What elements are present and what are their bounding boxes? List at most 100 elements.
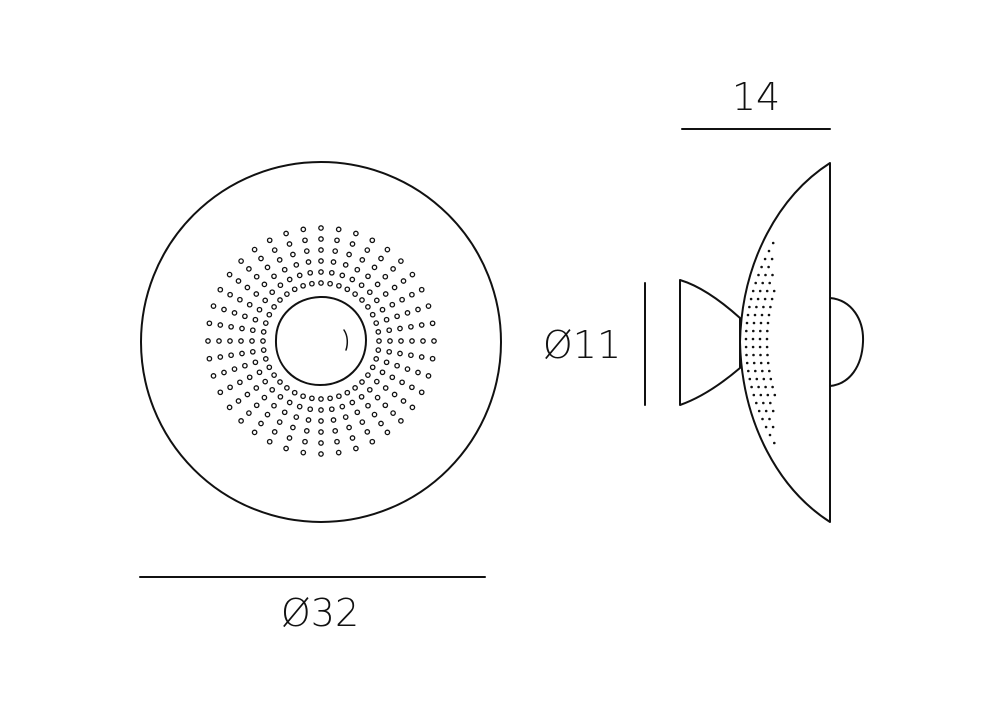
dot — [745, 353, 748, 357]
mount-diameter-label: Ø11 — [543, 323, 621, 367]
dot — [262, 297, 269, 304]
dot — [757, 409, 761, 413]
dot — [302, 438, 308, 445]
dot — [770, 257, 774, 261]
dot — [369, 311, 376, 318]
dot — [258, 420, 264, 427]
dot — [745, 321, 749, 325]
dot — [258, 255, 264, 262]
dot — [328, 269, 335, 276]
dot — [420, 338, 426, 344]
dot — [235, 278, 242, 284]
dot — [253, 291, 260, 297]
dot — [318, 418, 324, 424]
knob-highlight — [343, 329, 349, 351]
dot — [300, 226, 307, 233]
dot — [418, 389, 425, 396]
dot — [256, 369, 263, 376]
dot — [318, 258, 324, 264]
dot — [266, 364, 273, 371]
dot — [409, 271, 416, 278]
dot — [334, 438, 340, 445]
dot — [404, 310, 411, 316]
dot — [260, 329, 267, 335]
dot — [286, 241, 293, 247]
dot — [286, 399, 293, 406]
dot — [271, 247, 278, 253]
dot — [400, 278, 407, 284]
dot — [759, 329, 762, 333]
dot — [269, 386, 276, 393]
dot — [767, 265, 770, 269]
dot — [767, 249, 771, 253]
dot — [309, 395, 315, 402]
dot — [249, 327, 256, 334]
dot — [745, 361, 749, 365]
dot — [238, 418, 244, 424]
dot — [266, 311, 273, 318]
dot — [751, 345, 755, 349]
dot — [336, 393, 342, 400]
dot — [352, 385, 358, 391]
dot — [762, 377, 766, 381]
dot — [244, 284, 251, 291]
dot — [379, 306, 386, 313]
dot — [408, 352, 414, 359]
dot — [378, 255, 384, 262]
dot — [217, 389, 224, 396]
dot — [397, 350, 403, 357]
dot — [382, 273, 389, 280]
dot — [371, 411, 378, 418]
dot — [400, 398, 407, 404]
dot — [754, 369, 757, 373]
dot — [227, 291, 233, 298]
dot — [429, 355, 436, 362]
dot — [300, 393, 306, 400]
dot — [334, 237, 340, 244]
dot — [261, 394, 268, 401]
dot — [771, 385, 774, 389]
dot — [307, 406, 314, 413]
dot — [418, 286, 425, 293]
dot — [251, 246, 258, 253]
dot — [335, 226, 342, 233]
dot — [260, 347, 267, 353]
dot — [382, 291, 389, 297]
dot — [349, 276, 356, 283]
dot — [318, 396, 324, 402]
dot — [238, 338, 244, 344]
dot — [749, 297, 753, 301]
dot — [318, 451, 324, 457]
dot — [284, 291, 290, 297]
dot — [327, 395, 333, 402]
dot — [318, 247, 324, 253]
dot — [318, 429, 324, 435]
dot — [764, 385, 767, 389]
dot — [226, 404, 233, 411]
dot — [330, 417, 337, 423]
dot — [252, 316, 259, 323]
dot — [253, 385, 260, 391]
dot — [759, 393, 763, 397]
dot — [227, 338, 233, 344]
dot — [409, 384, 415, 391]
dot — [271, 429, 278, 435]
dot — [260, 338, 266, 344]
dot — [349, 435, 356, 441]
dot — [221, 306, 227, 313]
outer-disc — [140, 161, 502, 523]
dot — [769, 377, 773, 381]
dot — [264, 264, 271, 271]
dot — [378, 420, 384, 427]
dot — [365, 273, 371, 280]
dot — [768, 433, 772, 437]
dot — [390, 410, 396, 416]
dot — [399, 379, 405, 386]
dot — [408, 323, 414, 330]
dot — [226, 271, 233, 278]
dot — [753, 313, 757, 317]
dot — [253, 402, 260, 409]
dot — [404, 366, 411, 372]
dot — [771, 409, 775, 413]
dot — [251, 429, 258, 436]
